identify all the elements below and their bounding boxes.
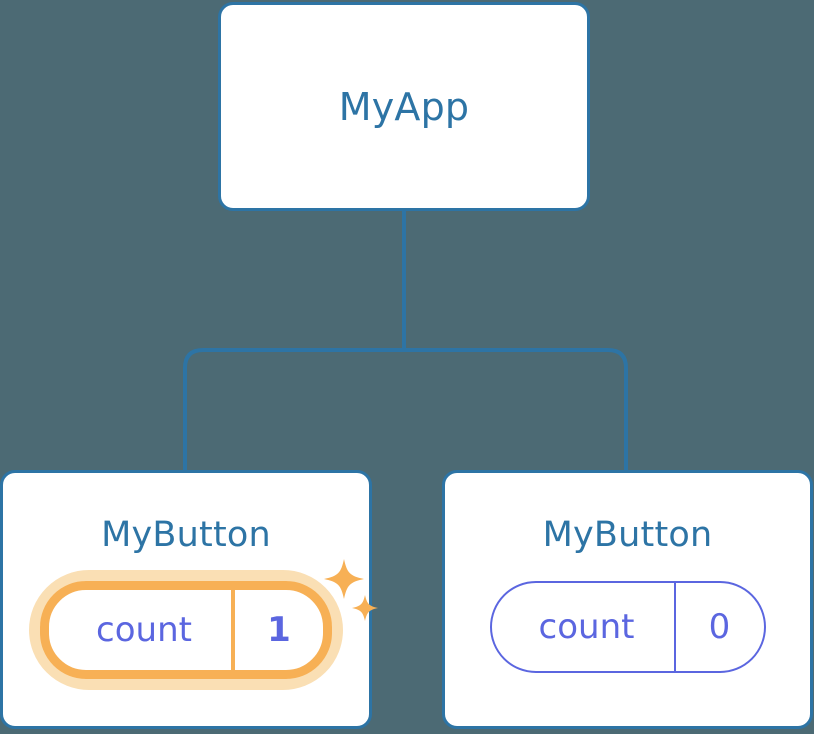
- sparkles-icon: [324, 559, 378, 621]
- node-myapp[interactable]: MyApp: [218, 2, 590, 211]
- state-value: 0: [708, 607, 731, 647]
- state-key: count: [538, 607, 635, 647]
- edge-to-child-left: [183, 348, 404, 470]
- node-mybutton-left[interactable]: MyButton count 1: [0, 470, 378, 729]
- node-title: MyApp: [338, 84, 470, 129]
- highlight-glow: [29, 570, 343, 690]
- node-title: MyButton: [101, 515, 271, 555]
- sparkle-large-icon: [324, 559, 364, 599]
- node-mybutton-right[interactable]: MyButton count 0: [442, 470, 813, 729]
- pill-divider: [231, 590, 235, 670]
- state-value: 1: [267, 610, 291, 650]
- state-pill-plain[interactable]: count 0: [489, 581, 766, 673]
- node-title: MyButton: [542, 515, 713, 555]
- edge-to-child-right: [404, 348, 628, 470]
- sparkle-small-icon: [352, 595, 378, 621]
- state-pill[interactable]: count 0: [489, 581, 766, 673]
- state-pill[interactable]: count 1: [40, 581, 332, 679]
- pill-divider: [673, 583, 676, 671]
- state-pill-highlighted[interactable]: count 1: [29, 559, 378, 690]
- state-key: count: [96, 610, 192, 650]
